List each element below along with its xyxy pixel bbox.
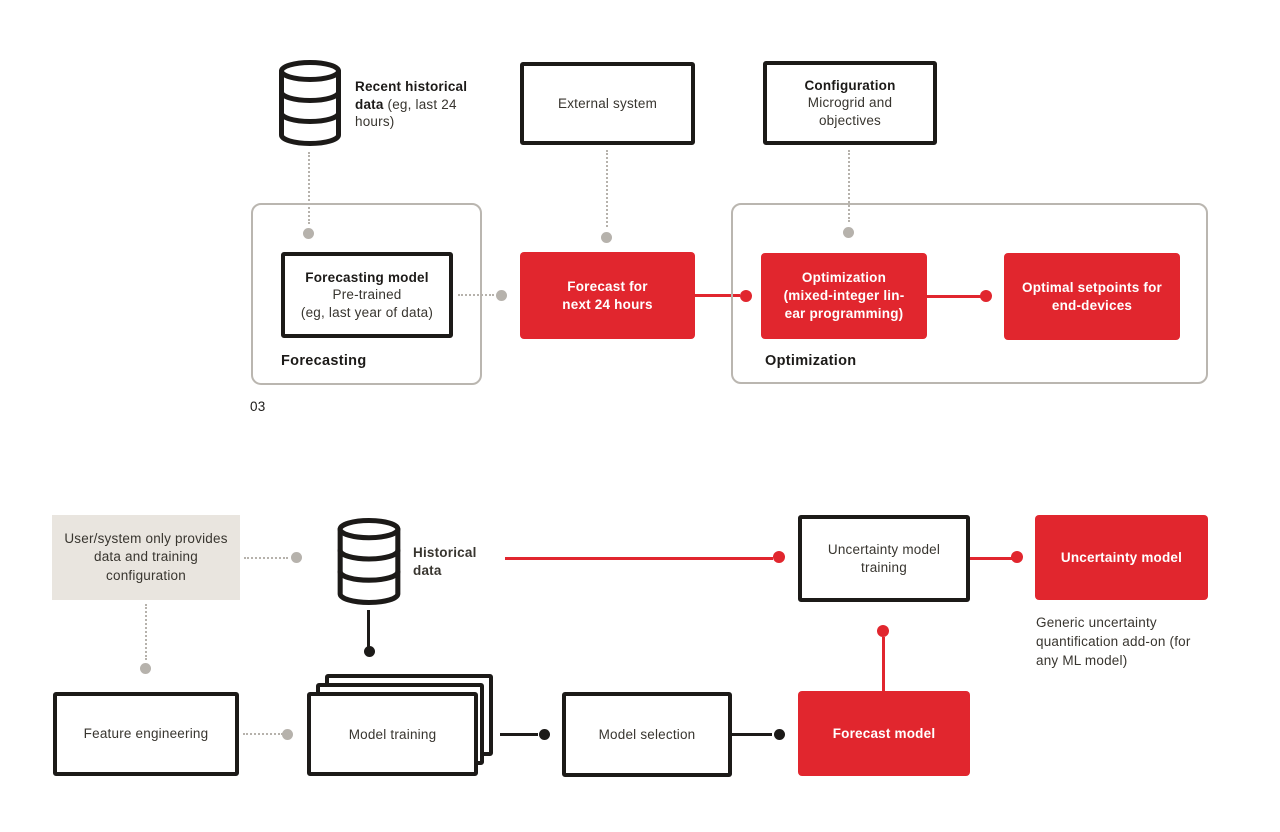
forecasting-model-box: Forecasting model Pre-trained (eg, last …: [281, 252, 453, 338]
forecasting-group-label: Forecasting: [281, 353, 367, 369]
forecast-model-label: Forecast model: [832, 725, 936, 741]
connector-dot-usersystem-h: [291, 552, 302, 563]
connector-historicaldata-to-modeltraining: [367, 610, 370, 647]
optimization-group-label: Optimization: [765, 353, 857, 369]
connector-dot-external: [601, 232, 612, 243]
database-icon-historical: [337, 518, 401, 605]
recent-historical-data-bold: Recent historical data: [355, 79, 468, 112]
configuration-box: Configuration Microgrid and objectives: [763, 61, 937, 145]
connector-configuration-to-optimization: [848, 150, 850, 222]
connector-dot-historicaldata-down: [364, 646, 375, 657]
optimization-group: [731, 203, 1208, 384]
uncertainty-model-training-box: Uncertainty model training: [798, 515, 970, 602]
forecasting-model-title: Forecasting model: [305, 269, 429, 285]
feature-engineering-label: Feature engineering: [83, 726, 209, 742]
connector-dot-forecastmodel-up: [877, 625, 889, 637]
recent-historical-data-regular: (eg, last 24 hours): [355, 96, 457, 130]
forecast-model-box: Forecast model: [798, 691, 970, 776]
configuration-subtitle: Microgrid and objectives: [807, 95, 893, 128]
connector-dot-recentdata: [303, 228, 314, 239]
forecast-next-24-hours-label: Forecast for next 24 hours: [562, 278, 653, 312]
connector-historicaldata-to-uncertaintytraining: [505, 557, 773, 560]
connector-dot-uncertaintymodel: [1011, 551, 1023, 563]
external-system-label: External system: [557, 95, 658, 111]
connector-uncertaintytraining-to-uncertaintymodel: [970, 557, 1012, 560]
external-system-box: External system: [520, 62, 695, 145]
connector-external-to-forecast: [606, 150, 608, 227]
connector-forecast-to-optimization: [695, 294, 740, 297]
model-selection-label: Model selection: [598, 726, 696, 742]
connector-dot-modeltraining: [282, 729, 293, 740]
optimization-box-line1: Optimization: [801, 270, 887, 285]
optimal-setpoints-label: Optimal setpoints for end-devices: [1022, 279, 1162, 313]
user-system-note-box: User/system only provides data and train…: [52, 515, 240, 600]
uncertainty-model-training-label: Uncertainty model training: [827, 542, 941, 575]
connector-dot-forecast-optimization: [740, 290, 752, 302]
page-number: 03: [250, 399, 266, 414]
model-training-label: Model training: [348, 726, 437, 742]
historical-data-label: Historical data: [413, 545, 477, 578]
connector-modeltraining-to-modelselection: [500, 733, 538, 736]
model-training-stack: Model training: [307, 674, 497, 776]
connector-dot-usersystem-v: [140, 663, 151, 674]
connector-forecastmodel-to-uncertaintytraining: [882, 637, 885, 691]
optimal-setpoints-box: Optimal setpoints for end-devices: [1004, 253, 1180, 340]
forecasting-model-line3: (eg, last year of data): [300, 304, 434, 320]
connector-recentdata-to-forecasting: [308, 152, 310, 224]
connector-dot-forecastmodel: [774, 729, 785, 740]
connector-dot-modelselection: [539, 729, 550, 740]
model-training-box: Model training: [307, 692, 478, 776]
connector-modelselection-to-forecastmodel: [732, 733, 772, 736]
forecasting-model-line2: Pre-trained: [332, 287, 402, 303]
uncertainty-caption: Generic uncertainty quantification add-o…: [1036, 615, 1191, 668]
connector-dot-setpoints: [980, 290, 992, 302]
connector-dot-configuration: [843, 227, 854, 238]
connector-forecastingmodel-to-forecast: [458, 294, 494, 296]
feature-engineering-box: Feature engineering: [53, 692, 239, 776]
optimization-box: Optimization (mixed-integer lin- ear pro…: [761, 253, 927, 339]
optimization-box-line3: ear programming): [784, 306, 904, 321]
forecast-next-24-hours-box: Forecast for next 24 hours: [520, 252, 695, 339]
connector-featureengineering-to-modeltraining: [243, 733, 283, 735]
connector-usersystem-to-historicaldata: [244, 557, 288, 559]
connector-dot-forecastingmodel: [496, 290, 507, 301]
uncertainty-model-box: Uncertainty model: [1035, 515, 1208, 600]
uncertainty-model-label: Uncertainty model: [1060, 549, 1183, 565]
connector-dot-uncertaintytraining: [773, 551, 785, 563]
database-icon-recent: [279, 60, 341, 146]
user-system-note-label: User/system only provides data and train…: [64, 530, 228, 583]
model-selection-box: Model selection: [562, 692, 732, 777]
recent-historical-data-label: Recent historical data (eg, last 24 hour…: [355, 78, 487, 131]
connector-optimization-to-setpoints: [927, 295, 981, 298]
configuration-title: Configuration: [804, 77, 896, 93]
optimization-box-line2: (mixed-integer lin-: [783, 288, 905, 303]
connector-usersystem-to-featureengineering: [145, 604, 147, 660]
